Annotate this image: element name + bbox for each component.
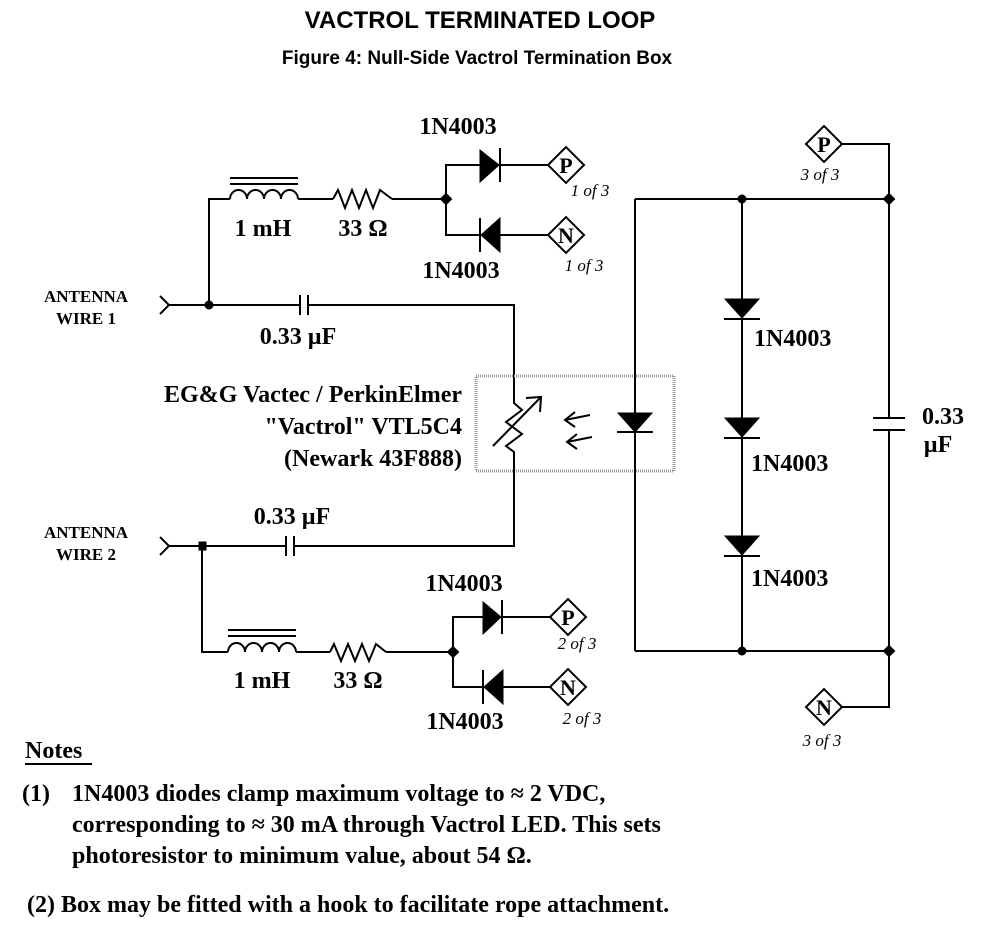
- light-arrows-icon: [563, 411, 593, 450]
- vactrol-vtl5c4: EG&G Vactec / PerkinElmer "Vactrol" VTL5…: [164, 374, 676, 545]
- terminal-p-1: P: [546, 145, 586, 185]
- terminal-n-1-label: 1 of 3: [565, 256, 604, 275]
- antenna-wire-1-branch: ANTENNA WIRE 1 0.33 µF 1 mH 33 Ω 1N4003 …: [44, 114, 609, 390]
- terminal-n-2-label: 2 of 3: [563, 709, 602, 728]
- resistor-1-icon: [332, 187, 393, 211]
- diode-icon: [479, 148, 500, 184]
- resistor-1-label: 33 Ω: [338, 216, 387, 242]
- antenna-1-connector-icon: [159, 295, 171, 315]
- diode-3b-label: 1N4003: [751, 451, 828, 477]
- note-1-line3: photoresistor to minimum value, about 54…: [72, 843, 532, 869]
- diode-icon: [723, 417, 761, 438]
- junction-dot: [737, 194, 747, 204]
- page-subtitle: Figure 4: Null-Side Vactrol Termination …: [282, 48, 673, 69]
- antenna-2-label-line1: ANTENNA: [44, 523, 129, 542]
- diode-2b-label: 1N4003: [426, 709, 503, 735]
- notes-heading: Notes: [25, 738, 82, 764]
- note-1-number: (1): [22, 781, 50, 807]
- vactrol-label-line3: (Newark 43F888): [284, 446, 462, 472]
- capacitor-2-label: 0.33 µF: [254, 504, 331, 530]
- inductor-1-label: 1 mH: [235, 216, 292, 242]
- terminal-n-1: N: [546, 215, 586, 255]
- resistor-2-icon: [329, 641, 387, 664]
- capacitor-3-value: 0.33: [922, 404, 964, 430]
- terminal-n-symbol: N: [560, 675, 576, 700]
- diode-1b-label: 1N4003: [422, 258, 499, 284]
- capacitor-1-label: 0.33 µF: [260, 324, 337, 350]
- inductor-1-icon: [229, 189, 299, 200]
- note-1-line1: 1N4003 diodes clamp maximum voltage to ≈…: [72, 781, 605, 807]
- antenna-2-label-line2: WIRE 2: [56, 545, 116, 564]
- diode-icon: [480, 216, 501, 254]
- inductor-2-icon: [227, 642, 297, 653]
- terminal-n-3-label: 3 of 3: [802, 731, 842, 750]
- terminal-p-symbol: P: [817, 132, 830, 157]
- capacitor-3-unit: µF: [924, 432, 953, 458]
- diode-3a-label: 1N4003: [754, 326, 831, 352]
- inductor-2-label: 1 mH: [234, 668, 291, 694]
- notes-section: Notes (1) 1N4003 diodes clamp maximum vo…: [22, 738, 669, 918]
- terminal-p-2-label: 2 of 3: [558, 634, 597, 653]
- terminal-p-1-label: 1 of 3: [571, 181, 610, 200]
- vactrol-label-line1: EG&G Vactec / PerkinElmer: [164, 382, 462, 408]
- terminal-n-symbol: N: [558, 223, 574, 248]
- vactrol-label-line2: "Vactrol" VTL5C4: [264, 414, 462, 440]
- terminal-p-symbol: P: [561, 605, 574, 630]
- clamp-diode-network: 1N4003 1N4003 1N4003 0.33 µF P 3 of 3 N …: [634, 124, 964, 750]
- vactrol-enclosure: [474, 374, 676, 473]
- resistor-2-label: 33 Ω: [333, 668, 382, 694]
- terminal-p-3-label: 3 of 3: [800, 165, 840, 184]
- page-title: VACTROL TERMINATED LOOP: [305, 7, 656, 34]
- terminal-p-symbol: P: [559, 153, 572, 178]
- diode-icon: [723, 298, 761, 319]
- antenna-1-label-line1: ANTENNA: [44, 287, 129, 306]
- terminal-n-symbol: N: [816, 695, 832, 720]
- note-1-line2: corresponding to ≈ 30 mA through Vactrol…: [72, 812, 661, 838]
- terminal-n-3: N: [804, 687, 844, 727]
- diode-1a-label: 1N4003: [419, 114, 496, 140]
- terminal-n-2: N: [548, 667, 588, 707]
- diode-icon: [482, 600, 502, 636]
- diode-icon: [483, 668, 504, 706]
- photoresistor-icon: [504, 390, 524, 545]
- antenna-wire-2-branch: ANTENNA WIRE 2 0.33 µF 1 mH 33 Ω 1N4003 …: [44, 504, 601, 735]
- terminal-p-3: P: [804, 124, 844, 164]
- diode-2a-label: 1N4003: [425, 571, 502, 597]
- diode-icon: [723, 535, 761, 556]
- note-2: (2) Box may be fitted with a hook to fac…: [27, 892, 669, 918]
- antenna-1-label-line2: WIRE 1: [56, 309, 116, 328]
- antenna-2-connector-icon: [159, 536, 171, 556]
- terminal-p-2: P: [548, 597, 588, 637]
- junction-dot: [737, 646, 747, 656]
- diode-3c-label: 1N4003: [751, 566, 828, 592]
